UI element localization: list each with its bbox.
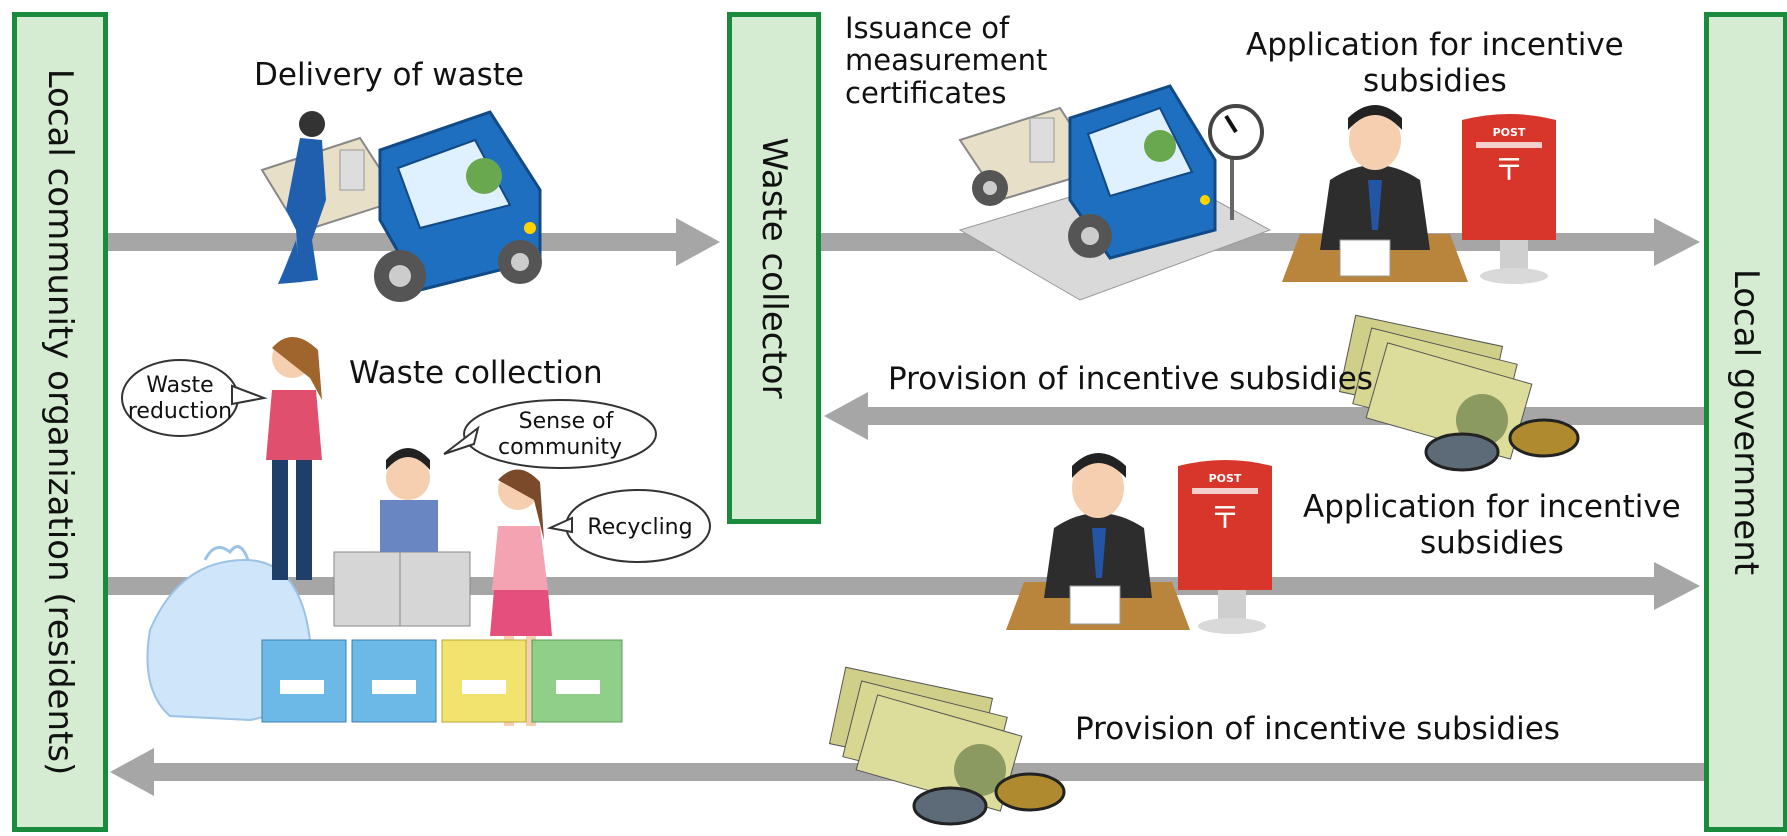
bubble-waste-reduction-line1: Waste bbox=[146, 373, 213, 398]
bubble-waste-reduction: Waste reduction bbox=[121, 359, 268, 437]
label-application-bottom: Application for incentive subsidies bbox=[1303, 489, 1681, 561]
label-application-top: Application for incentive subsidies bbox=[1246, 27, 1624, 99]
local-government-box: Local government bbox=[1704, 12, 1787, 832]
label-issuance-line3: certificates bbox=[845, 75, 1007, 110]
weighing-truck-illustration bbox=[958, 84, 1272, 301]
label-issuance-line1: Issuance of bbox=[845, 11, 1010, 45]
label-application-bottom-line2: subsidies bbox=[1420, 524, 1564, 561]
label-provision-mid: Provision of incentive subsidies bbox=[888, 361, 1373, 397]
mailbox-top-icon: POST 〒 bbox=[1462, 114, 1556, 284]
delivery-truck-illustration bbox=[260, 110, 542, 302]
money-bottom-illustration bbox=[828, 666, 1066, 826]
label-application-bottom-line1: Application for incentive bbox=[1303, 489, 1681, 525]
waste-collector-box: Waste collector bbox=[727, 12, 821, 524]
mailbox-bottom-icon: POST 〒 bbox=[1178, 460, 1272, 634]
label-issuance-line2: measurement bbox=[845, 43, 1048, 78]
bubble-recycling-text: Recycling bbox=[587, 515, 692, 540]
label-delivery-of-waste: Delivery of waste bbox=[254, 57, 524, 93]
residents-illustration bbox=[146, 336, 623, 726]
label-issuance: Issuance of measurement certificates bbox=[845, 11, 1048, 110]
label-provision-bottom: Provision of incentive subsidies bbox=[1075, 711, 1560, 747]
postal-mark-top-icon: 〒 bbox=[1494, 153, 1524, 188]
bubble-sense-of-community: Sense of community bbox=[443, 399, 657, 469]
bubble-sense-line2: community bbox=[498, 435, 622, 460]
applicant-bottom-illustration bbox=[1006, 453, 1190, 630]
postal-mark-bottom-icon: 〒 bbox=[1210, 501, 1240, 536]
money-mid-illustration bbox=[1338, 314, 1580, 472]
bubble-recycling: Recycling bbox=[546, 489, 711, 563]
applicant-top-illustration bbox=[1282, 105, 1468, 282]
mailbox-top-label: POST bbox=[1493, 126, 1526, 139]
bubble-waste-reduction-line2: reduction bbox=[128, 399, 232, 424]
bubble-sense-line1: Sense of bbox=[519, 409, 615, 434]
label-application-top-line2: subsidies bbox=[1363, 62, 1507, 99]
residents-box: Local community organization (residents) bbox=[12, 12, 108, 832]
mailbox-bottom-label: POST bbox=[1209, 472, 1242, 485]
label-waste-collection: Waste collection bbox=[349, 355, 603, 391]
label-application-top-line1: Application for incentive bbox=[1246, 27, 1624, 63]
